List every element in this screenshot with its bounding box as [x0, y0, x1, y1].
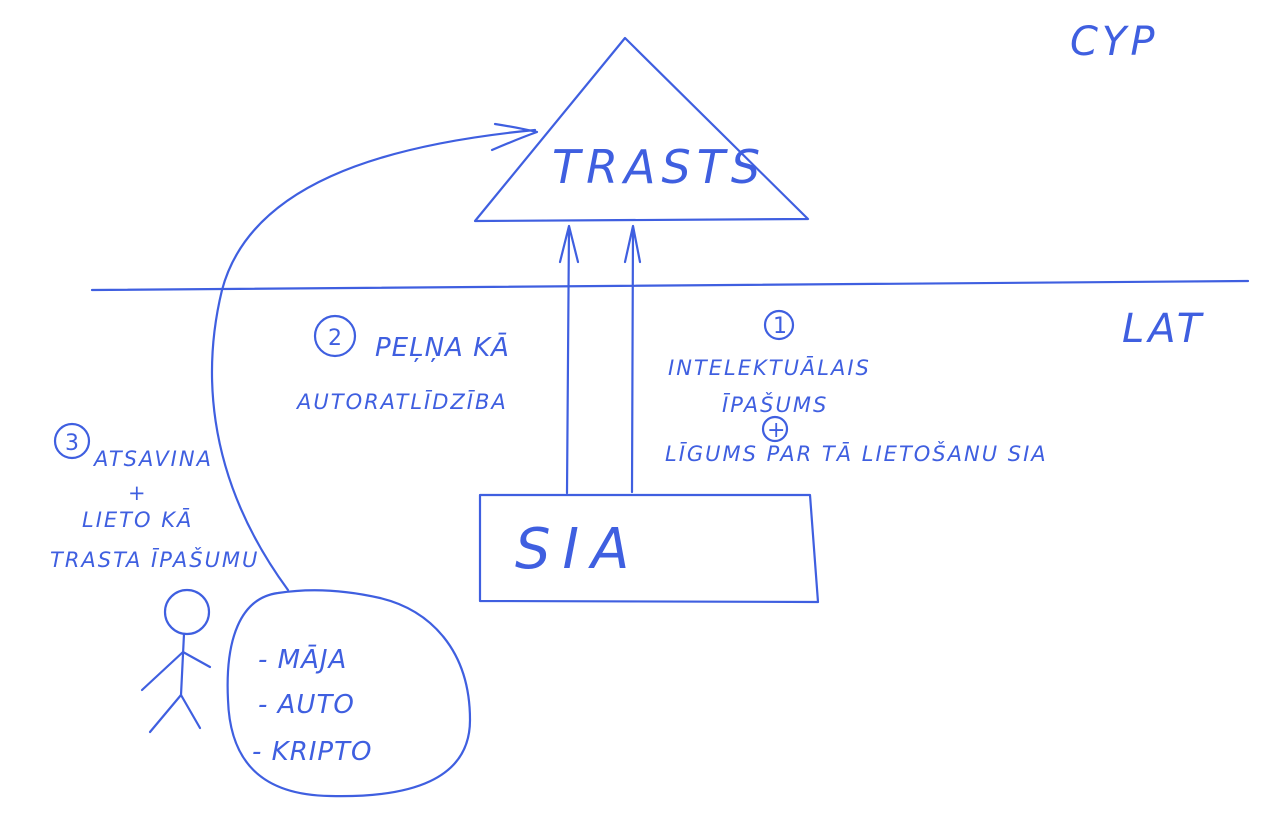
asset-item-car: - AUTO — [258, 690, 355, 720]
flow-1-number: 1 — [773, 314, 788, 339]
flow-2-line-2: AUTORATLĪDZĪBA — [295, 390, 508, 414]
flow-3-plus: + — [128, 481, 148, 505]
flow-2-circle — [313, 314, 357, 358]
flow-3-line-1: ATSAVINA — [92, 447, 213, 471]
flow-2-number: 2 — [328, 326, 343, 351]
arrow-profit — [558, 224, 580, 495]
asset-item-house: - MĀJA — [258, 644, 347, 675]
region-label-top: CYP — [1070, 19, 1158, 65]
company-box — [478, 493, 820, 604]
flow-1-line-2: ĪPAŠUMS — [722, 392, 828, 417]
trust-triangle — [473, 36, 810, 223]
flow-1-plus-circle — [761, 415, 789, 443]
flow-1-plus: + — [767, 418, 786, 443]
arrow-assets-to-trust — [210, 128, 537, 592]
arrow-assets-to-trust-head — [490, 122, 539, 152]
flow-1-circle — [763, 309, 795, 341]
assets-blob — [226, 589, 472, 798]
border-line — [90, 279, 1250, 292]
arrow-ip — [623, 224, 642, 494]
flow-3-line-3: TRASTA ĪPAŠUMU — [50, 547, 259, 572]
company-label: SIA — [515, 517, 641, 582]
flow-1-line-1: INTELEKTUĀLAIS — [668, 356, 871, 380]
trust-label: TRASTS — [552, 140, 766, 194]
flow-3-circle — [53, 422, 91, 460]
person-icon — [140, 588, 212, 734]
flow-3-line-2: LIETO KĀ — [82, 508, 193, 532]
flow-2-line-1: PEĻŅA KĀ — [375, 332, 510, 363]
flow-3-number: 3 — [65, 431, 80, 456]
flow-1-line-3: LĪGUMS PAR TĀ LIETOŠANU SIA — [665, 441, 1048, 466]
region-label-bottom: LAT — [1122, 306, 1205, 352]
asset-item-crypto: - KRIPTO — [252, 737, 372, 767]
